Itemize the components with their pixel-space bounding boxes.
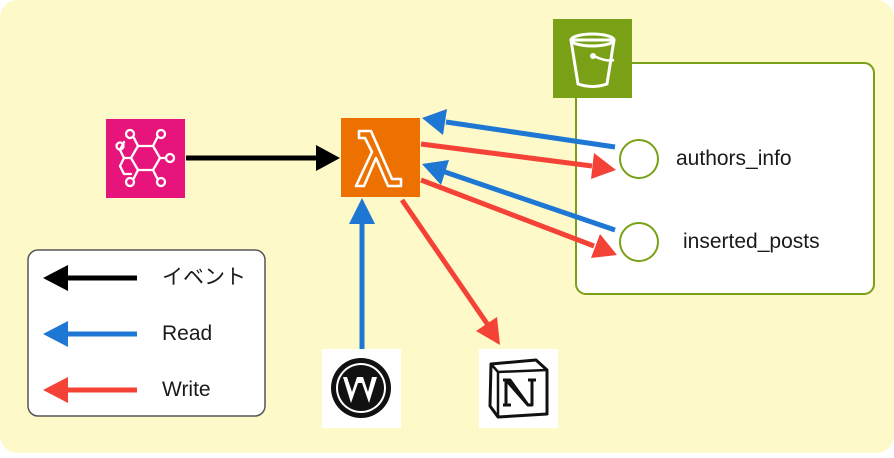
lambda-icon bbox=[341, 118, 420, 197]
legend-read-arrow bbox=[43, 321, 137, 347]
legend-write-label: Write bbox=[162, 378, 211, 401]
object-label-authors-info: authors_info bbox=[676, 147, 792, 170]
legend-event-label: イベント bbox=[162, 266, 246, 289]
s3-bucket-icon bbox=[553, 19, 632, 98]
read-arrow-authors-info-to-lambda bbox=[422, 109, 616, 150]
write-arrow-lambda-to-notion bbox=[399, 198, 500, 345]
write-arrow-lambda-to-inserted-posts bbox=[420, 177, 617, 258]
event-arrow-eventbridge-to-lambda bbox=[186, 145, 340, 171]
wordpress-icon bbox=[322, 349, 401, 428]
object-label-inserted-posts: inserted_posts bbox=[683, 230, 820, 253]
legend-event-arrow bbox=[43, 265, 137, 291]
legend-read-label: Read bbox=[162, 322, 213, 345]
notion-icon bbox=[479, 349, 558, 428]
write-arrow-lambda-to-authors-info bbox=[420, 141, 616, 179]
read-arrow-inserted-posts-to-lambda bbox=[422, 160, 616, 233]
object-circle-inserted-posts bbox=[619, 222, 659, 262]
object-circle-authors-info bbox=[619, 139, 659, 179]
read-arrow-wordpress-to-lambda bbox=[349, 198, 375, 349]
legend-box bbox=[27, 249, 266, 417]
legend-write-arrow bbox=[43, 377, 137, 403]
eventbridge-icon bbox=[106, 119, 185, 198]
